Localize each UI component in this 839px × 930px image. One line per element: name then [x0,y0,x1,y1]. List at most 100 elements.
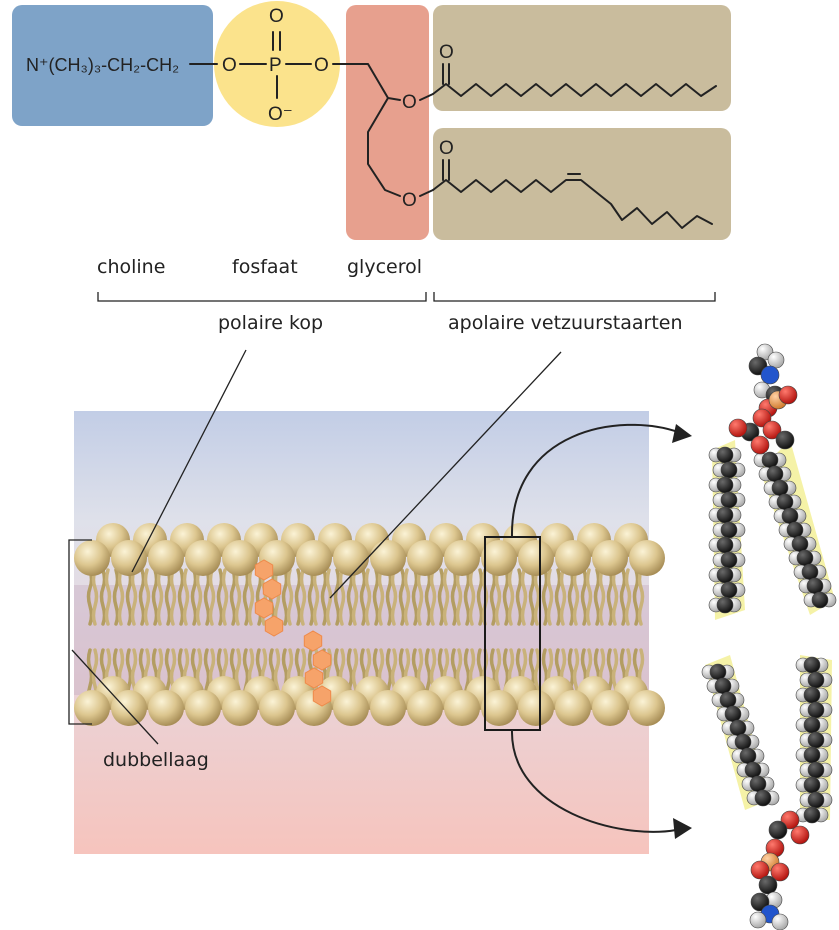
atom [709,663,727,681]
tail-strand [216,568,224,626]
head-group-beads [74,523,665,726]
tail-strand [138,568,146,626]
head-bead [222,690,258,726]
head-bead [592,690,628,726]
cholesterol-ring [304,667,324,689]
atom [720,461,738,479]
atom [750,860,770,880]
atom [807,761,825,779]
tail-strand [151,568,159,626]
atom [729,719,747,737]
tail-strand [489,568,497,626]
atom [780,810,800,830]
tail-strand [403,568,411,626]
atom [716,506,734,524]
tail-strand [546,568,554,626]
tail-strand [559,568,567,626]
tail-strand [351,568,359,626]
label-fosfaat: fosfaat [232,256,298,278]
arrowhead-top [672,424,692,443]
tail-strand [632,568,640,626]
head-bead [407,540,443,576]
atom [750,892,770,912]
atom [728,418,748,438]
atom [811,591,829,609]
atom [744,761,762,779]
head-bead [555,540,591,576]
bracket-polaire-kop [97,292,427,302]
head-bead [444,540,480,576]
tail-strand [572,568,580,626]
atom [716,596,734,614]
tail-strand [450,568,458,626]
phosphate-o-bottom: O⁻ [268,104,293,125]
tail-strand [520,568,528,626]
phosphate-circle [214,1,340,127]
atom [749,911,767,929]
head-bead [592,540,628,576]
tail-strand [91,568,99,626]
head-bead [555,690,591,726]
atom [771,913,789,930]
atom [803,806,821,824]
atom [749,775,767,793]
atom [786,521,804,539]
tail-strand [437,568,445,626]
atom [761,451,779,469]
cholesterol-molecules [254,559,332,707]
tail-strand [502,568,510,626]
pointer-polaire-kop [131,349,247,573]
tail-strand [286,568,294,626]
atom [803,716,821,734]
tail-strand [429,568,437,626]
tail-strand [234,568,242,626]
tail-strand [325,568,333,626]
atom [807,731,825,749]
head-bead [148,690,184,726]
atom [720,521,738,539]
atom [807,701,825,719]
tail-strand [190,568,198,626]
bracket-dubbellaag [68,539,92,725]
tail-strand [143,568,151,626]
atom [716,476,734,494]
head-bead [148,540,184,576]
label-choline: choline [97,256,165,278]
head-bead [259,690,295,726]
tail-strand [515,568,523,626]
tail-strand [182,568,190,626]
tail1-carbonyl-o: O [439,42,454,63]
tail-strand [242,568,250,626]
tail-strand [385,568,393,626]
tail-strand [125,568,133,626]
atom [767,351,785,369]
atom [796,549,814,567]
atom [803,746,821,764]
tail-strand [104,568,112,626]
space-filling-model-bottom [701,655,833,930]
tail-strand [533,568,541,626]
atom [766,465,784,483]
head-bead [481,690,517,726]
tail-strand [377,568,385,626]
head-bead [333,690,369,726]
atom [781,507,799,525]
tail-strand [307,568,315,626]
tail-strand [359,568,367,626]
structural-formula: N⁺(CH₃)₃-CH₂-CH₂ O P O O O⁻ O O O O [12,1,731,240]
tail-strand [593,568,601,626]
cholesterol-ring [312,685,332,707]
atom [724,705,742,723]
head-bead [629,690,665,726]
head-bead [333,540,369,576]
head-bead [407,690,443,726]
tail-strand [156,568,164,626]
tail-strand [494,568,502,626]
head-bead [74,690,110,726]
atom [716,536,734,554]
cholesterol-ring [254,597,274,619]
tail-box-2 [433,128,731,240]
tail-strand [195,568,203,626]
tail-strand [281,568,289,626]
tail-strand [299,568,307,626]
